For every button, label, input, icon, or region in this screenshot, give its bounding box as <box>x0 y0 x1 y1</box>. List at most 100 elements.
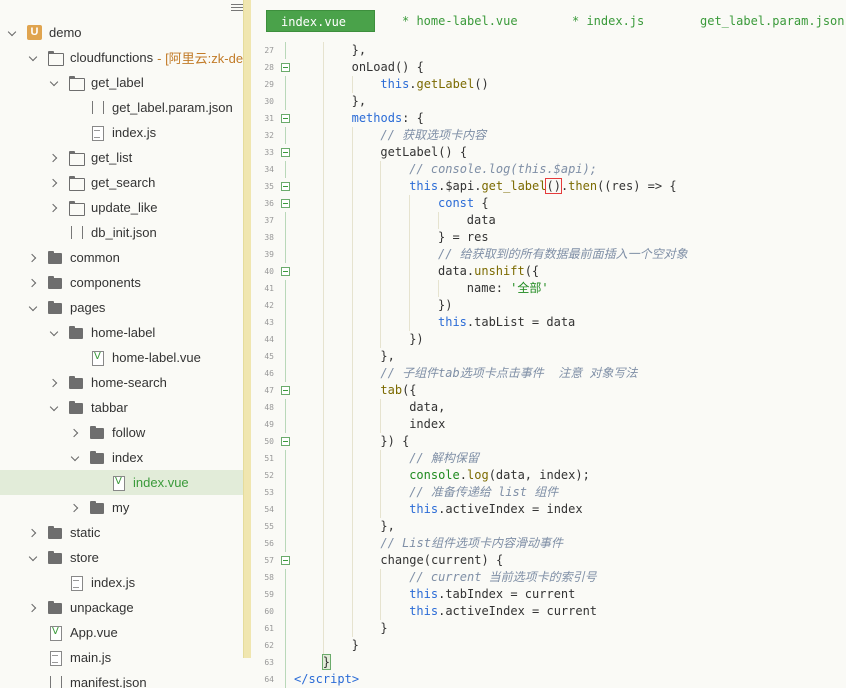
tree-item[interactable]: tabbar <box>0 395 243 420</box>
editor-tab[interactable]: * home-label.vue <box>402 14 518 28</box>
chevron-right-icon[interactable] <box>50 203 60 213</box>
code-line[interactable]: 42}) <box>252 297 846 314</box>
tree-item[interactable]: index.js <box>0 120 243 145</box>
code-line[interactable]: 56// List组件选项卡内容滑动事件 <box>252 535 846 552</box>
chevron-down-icon[interactable] <box>29 53 39 63</box>
chevron-down-icon[interactable] <box>50 403 60 413</box>
code-line[interactable]: 44}) <box>252 331 846 348</box>
code-line[interactable]: 39// 给获取到的所有数据最前面插入一个空对象 <box>252 246 846 263</box>
tree-item[interactable]: my <box>0 495 243 520</box>
code-line[interactable]: 64</script> <box>252 671 846 688</box>
tree-item[interactable]: manifest.json <box>0 670 243 688</box>
chevron-right-icon[interactable] <box>71 503 81 513</box>
fold-toggle-icon[interactable] <box>281 437 290 446</box>
editor-tab[interactable]: * index.js <box>572 14 645 28</box>
fold-toggle-icon[interactable] <box>281 267 290 276</box>
code-line[interactable]: 34// console.log(this.$api); <box>252 161 846 178</box>
tree-item[interactable]: db_init.json <box>0 220 243 245</box>
fold-toggle-icon[interactable] <box>281 556 290 565</box>
tree-item[interactable]: home-search <box>0 370 243 395</box>
tree-item[interactable]: index.js <box>0 570 243 595</box>
code-line[interactable]: 53// 准备传递给 list 组件 <box>252 484 846 501</box>
chevron-right-icon[interactable] <box>29 278 39 288</box>
chevron-right-icon[interactable] <box>71 428 81 438</box>
code-line[interactable]: 46// 子组件tab选项卡点击事件 注意 对象写法 <box>252 365 846 382</box>
fold-toggle-icon[interactable] <box>281 182 290 191</box>
chevron-right-icon[interactable] <box>50 378 60 388</box>
hamburger-menu-icon[interactable] <box>231 2 245 14</box>
tree-item[interactable]: pages <box>0 295 243 320</box>
code-line[interactable]: 30}, <box>252 93 846 110</box>
code-line[interactable]: 51// 解构保留 <box>252 450 846 467</box>
tree-item[interactable]: demo <box>0 20 243 45</box>
code-line[interactable]: 50}) { <box>252 433 846 450</box>
chevron-down-icon[interactable] <box>29 553 39 563</box>
code-line[interactable]: 27}, <box>252 42 846 59</box>
editor-tab[interactable]: index.vue <box>266 10 375 32</box>
code-line[interactable]: 58// current 当前选项卡的索引号 <box>252 569 846 586</box>
fold-toggle-icon[interactable] <box>281 148 290 157</box>
fold-toggle-icon[interactable] <box>281 386 290 395</box>
chevron-down-icon[interactable] <box>71 453 81 463</box>
tree-item[interactable]: index <box>0 445 243 470</box>
chevron-right-icon[interactable] <box>50 153 60 163</box>
tree-item[interactable]: index.vue <box>0 470 243 495</box>
chevron-right-icon[interactable] <box>29 528 39 538</box>
code-line[interactable]: 63} <box>252 654 846 671</box>
tree-item[interactable]: common <box>0 245 243 270</box>
tree-item[interactable]: get_search <box>0 170 243 195</box>
tree-item[interactable]: get_list <box>0 145 243 170</box>
chevron-right-icon[interactable] <box>29 253 39 263</box>
chevron-down-icon[interactable] <box>50 328 60 338</box>
chevron-down-icon[interactable] <box>8 28 18 38</box>
indent-guide <box>409 195 411 212</box>
tree-item[interactable]: components <box>0 270 243 295</box>
tree-item[interactable]: follow <box>0 420 243 445</box>
sidebar-scrollbar[interactable] <box>243 0 251 658</box>
tree-item[interactable]: store <box>0 545 243 570</box>
fold-toggle-icon[interactable] <box>281 114 290 123</box>
tree-item[interactable]: home-label <box>0 320 243 345</box>
tree-item[interactable]: static <box>0 520 243 545</box>
tree-item[interactable]: get_label <box>0 70 243 95</box>
chevron-down-icon[interactable] <box>29 303 39 313</box>
chevron-right-icon[interactable] <box>29 603 39 613</box>
tree-item[interactable]: unpackage <box>0 595 243 620</box>
code-line[interactable]: 55}, <box>252 518 846 535</box>
fold-toggle-icon[interactable] <box>281 63 290 72</box>
code-line[interactable]: 61} <box>252 620 846 637</box>
tree-item[interactable]: update_like <box>0 195 243 220</box>
chevron-right-icon[interactable] <box>50 178 60 188</box>
editor-tab[interactable]: get_label.param.json <box>700 14 845 28</box>
code-line[interactable]: 38} = res <box>252 229 846 246</box>
fold-toggle-icon[interactable] <box>281 199 290 208</box>
tree-item[interactable]: cloudfunctions- [阿里云:zk-dem <box>0 45 251 70</box>
chevron-down-icon[interactable] <box>50 78 60 88</box>
tree-item[interactable]: get_label.param.json <box>0 95 243 120</box>
tree-item[interactable]: home-label.vue <box>0 345 243 370</box>
tree-item[interactable]: App.vue <box>0 620 243 645</box>
code-line[interactable]: 62} <box>252 637 846 654</box>
code-line[interactable]: 32// 获取选项卡内容 <box>252 127 846 144</box>
code-line[interactable]: 45}, <box>252 348 846 365</box>
tree-item[interactable]: main.js <box>0 645 243 670</box>
